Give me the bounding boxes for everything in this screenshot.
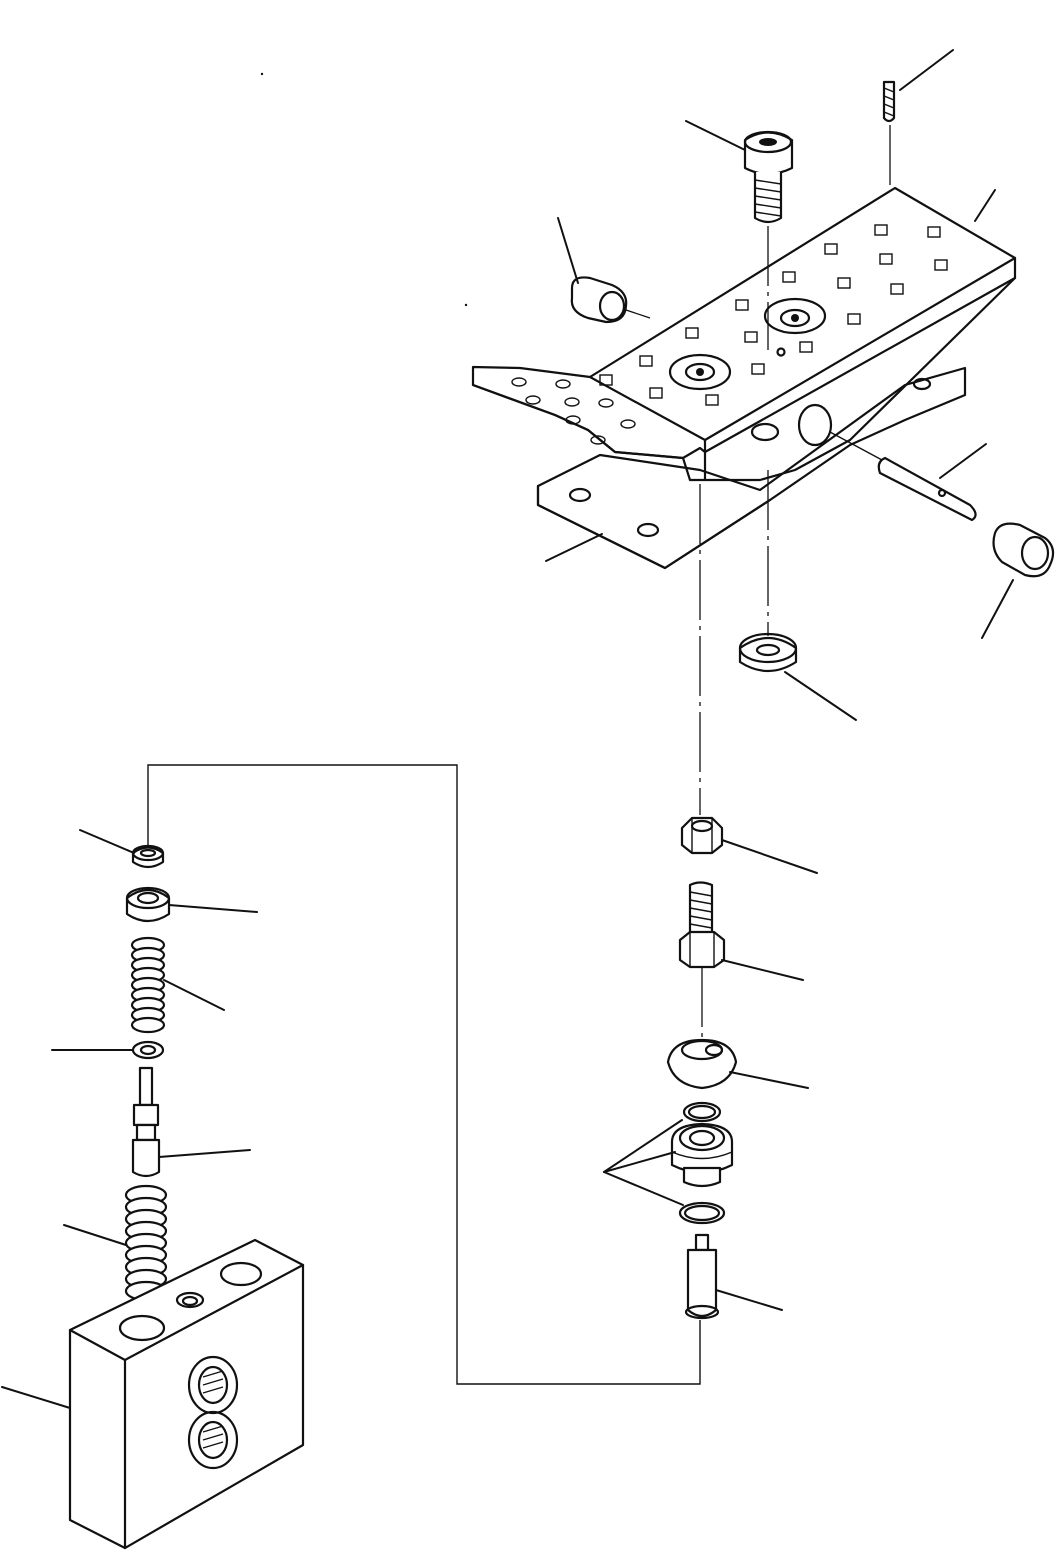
dust-boot bbox=[666, 1038, 809, 1090]
pedal-plate bbox=[471, 186, 1017, 482]
rubber-stop bbox=[557, 217, 651, 324]
retainer-ring bbox=[51, 1040, 165, 1060]
stray-mark bbox=[464, 303, 468, 307]
pin-cap bbox=[981, 522, 1055, 639]
upper-spring bbox=[130, 936, 225, 1034]
hex-nut bbox=[680, 816, 818, 874]
lower-spring bbox=[63, 1184, 168, 1302]
plunger bbox=[684, 1233, 783, 1320]
grub-screw bbox=[882, 49, 954, 185]
base-bracket bbox=[536, 366, 967, 570]
stray-mark bbox=[260, 72, 264, 76]
assembly-link-line bbox=[147, 764, 701, 1385]
hinge-pin bbox=[829, 431, 987, 522]
small-nut bbox=[79, 829, 165, 869]
spool bbox=[131, 1066, 251, 1178]
adjust-bolt bbox=[678, 881, 804, 1040]
cap-screw bbox=[685, 120, 794, 350]
o-ring-plug-set bbox=[603, 1101, 734, 1225]
valve-body bbox=[1, 1238, 305, 1550]
washer bbox=[738, 470, 857, 721]
spring-seat bbox=[125, 886, 258, 923]
